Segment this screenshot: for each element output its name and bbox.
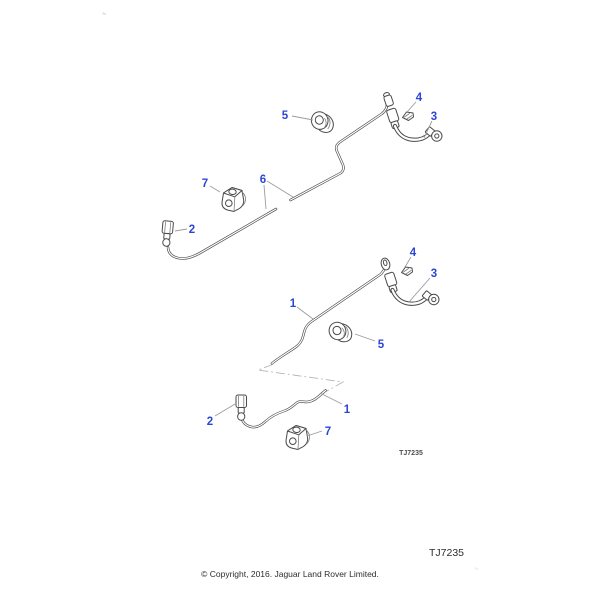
callout-leader-line — [214, 403, 236, 417]
diagram-reference-code: TJ7235 — [399, 450, 423, 457]
scan-artifact — [102, 12, 107, 16]
callout-leader-line — [354, 333, 376, 342]
callout-leader-line — [291, 115, 314, 121]
hose-bracket — [401, 266, 413, 276]
callout-number-4: 4 — [416, 92, 423, 104]
diagram-break-line — [257, 364, 345, 392]
pipe-clamp — [285, 425, 311, 450]
callout-leader-line — [209, 185, 221, 193]
callout-number-6: 6 — [260, 174, 266, 186]
brake-pipe-upper — [166, 101, 389, 260]
brake-pipe-lower — [270, 268, 386, 365]
pipe-connector — [235, 394, 247, 421]
footer-reference-code: TJ7235 — [429, 547, 464, 559]
callout-leader-line — [423, 120, 433, 139]
pipe-assembly-middle — [270, 257, 440, 365]
pipe-assembly-top — [160, 92, 443, 260]
hose-bracket — [402, 111, 414, 121]
callout-leader-line — [174, 228, 188, 232]
pipe-grommet — [306, 106, 337, 135]
callout-leader-line — [263, 184, 267, 210]
pipe-end-fitting — [383, 92, 394, 107]
callout-number-4: 4 — [410, 247, 417, 259]
pipe-assembly-bottom — [235, 389, 327, 450]
callout-number-5: 5 — [378, 339, 385, 351]
callout-number-1: 1 — [344, 404, 351, 416]
callout-leader-line — [319, 392, 343, 405]
callout-number-1: 1 — [290, 298, 297, 310]
pipe-connector — [160, 220, 175, 248]
callout-number-5: 5 — [282, 110, 289, 122]
pipe-clamp — [221, 187, 247, 212]
pipe-end-loop — [380, 257, 391, 271]
callout-number-3: 3 — [431, 111, 437, 123]
callout-leader-line — [296, 306, 314, 320]
flexible-brake-hose — [390, 287, 440, 306]
callout-number-2: 2 — [207, 416, 213, 428]
callout-leader-line — [406, 101, 417, 113]
copyright-notice: © Copyright, 2016. Jaguar Land Rover Lim… — [201, 569, 379, 579]
callout-leader-line — [404, 256, 412, 268]
hose-fitting-nut — [384, 271, 398, 294]
callout-leader-line — [408, 277, 431, 303]
callout-number-2: 2 — [189, 224, 195, 236]
hose-fitting-nut — [386, 107, 400, 130]
scan-artifact — [474, 567, 479, 571]
callout-leader-line — [266, 180, 294, 198]
callout-leader-line — [306, 430, 323, 437]
callout-number-7: 7 — [202, 178, 208, 190]
callout-number-7: 7 — [325, 426, 331, 438]
pipe-grommet — [325, 319, 353, 343]
flexible-brake-hose — [392, 123, 443, 142]
brake-pipe-continuation — [240, 389, 327, 429]
callout-number-3: 3 — [431, 268, 437, 280]
